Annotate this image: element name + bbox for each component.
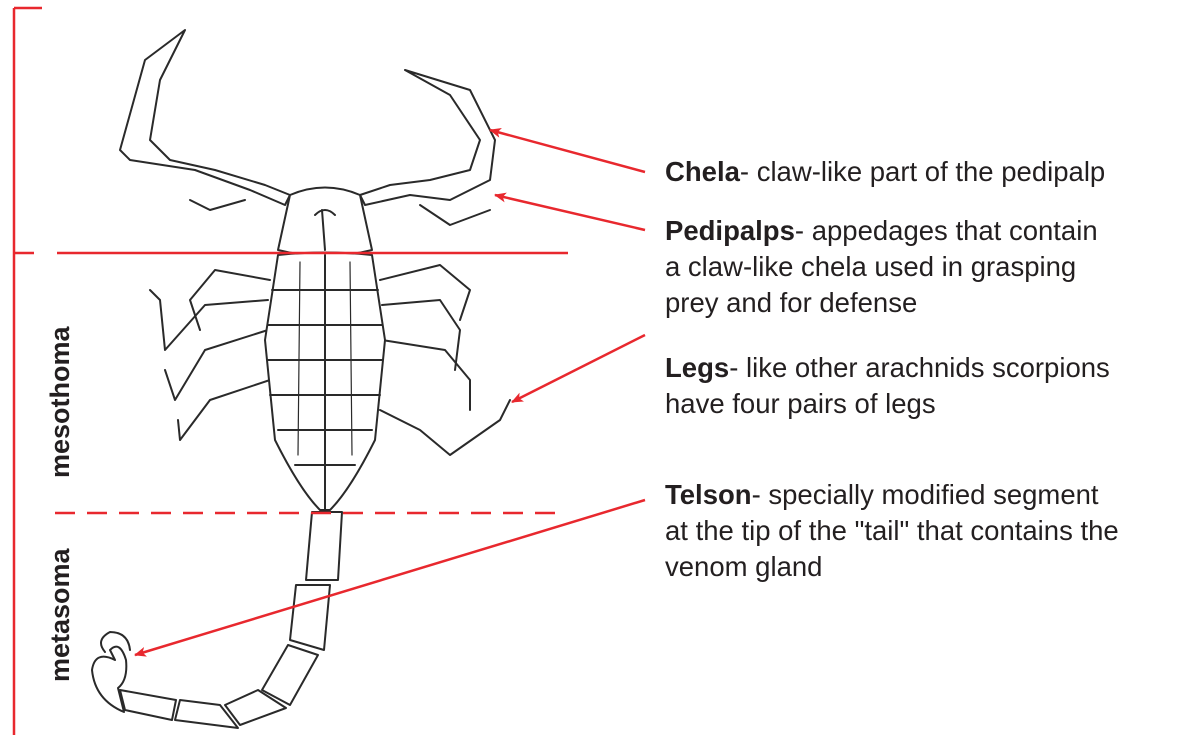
scorpion-illustration [92,30,510,728]
metasoma-label: metasoma [45,548,76,682]
telson-description: - specially modified segment [752,479,1099,510]
legs-arrow [512,335,645,402]
chela-term: Chela [665,156,740,187]
pedipalps-arrow [495,195,645,230]
pedipalps-description-line3: prey and for defense [665,285,1098,321]
legs-description: - like other arachnids scorpions [729,352,1110,383]
chela-arrow [490,130,645,172]
mesothoma-label: mesothoma [45,326,76,478]
chela-description: - claw-like part of the pedipalp [740,156,1105,187]
chela-annotation: Chela- claw-like part of the pedipalp [665,154,1105,190]
pedipalps-description-line2: a claw-like chela used in grasping [665,249,1098,285]
telson-term: Telson [665,479,752,510]
pedipalps-term: Pedipalps [665,215,795,246]
telson-description-line2: at the tip of the "tail" that contains t… [665,513,1119,549]
pedipalps-annotation: Pedipalps- appedages that contain a claw… [665,213,1098,321]
legs-term: Legs [665,352,729,383]
pedipalps-description: - appedages that contain [795,215,1098,246]
telson-annotation: Telson- specially modified segment at th… [665,477,1119,585]
telson-description-line3: venom gland [665,549,1119,585]
legs-description-line2: have four pairs of legs [665,386,1110,422]
region-bracket [14,8,42,735]
telson-arrow [135,500,645,655]
legs-annotation: Legs- like other arachnids scorpions hav… [665,350,1110,422]
